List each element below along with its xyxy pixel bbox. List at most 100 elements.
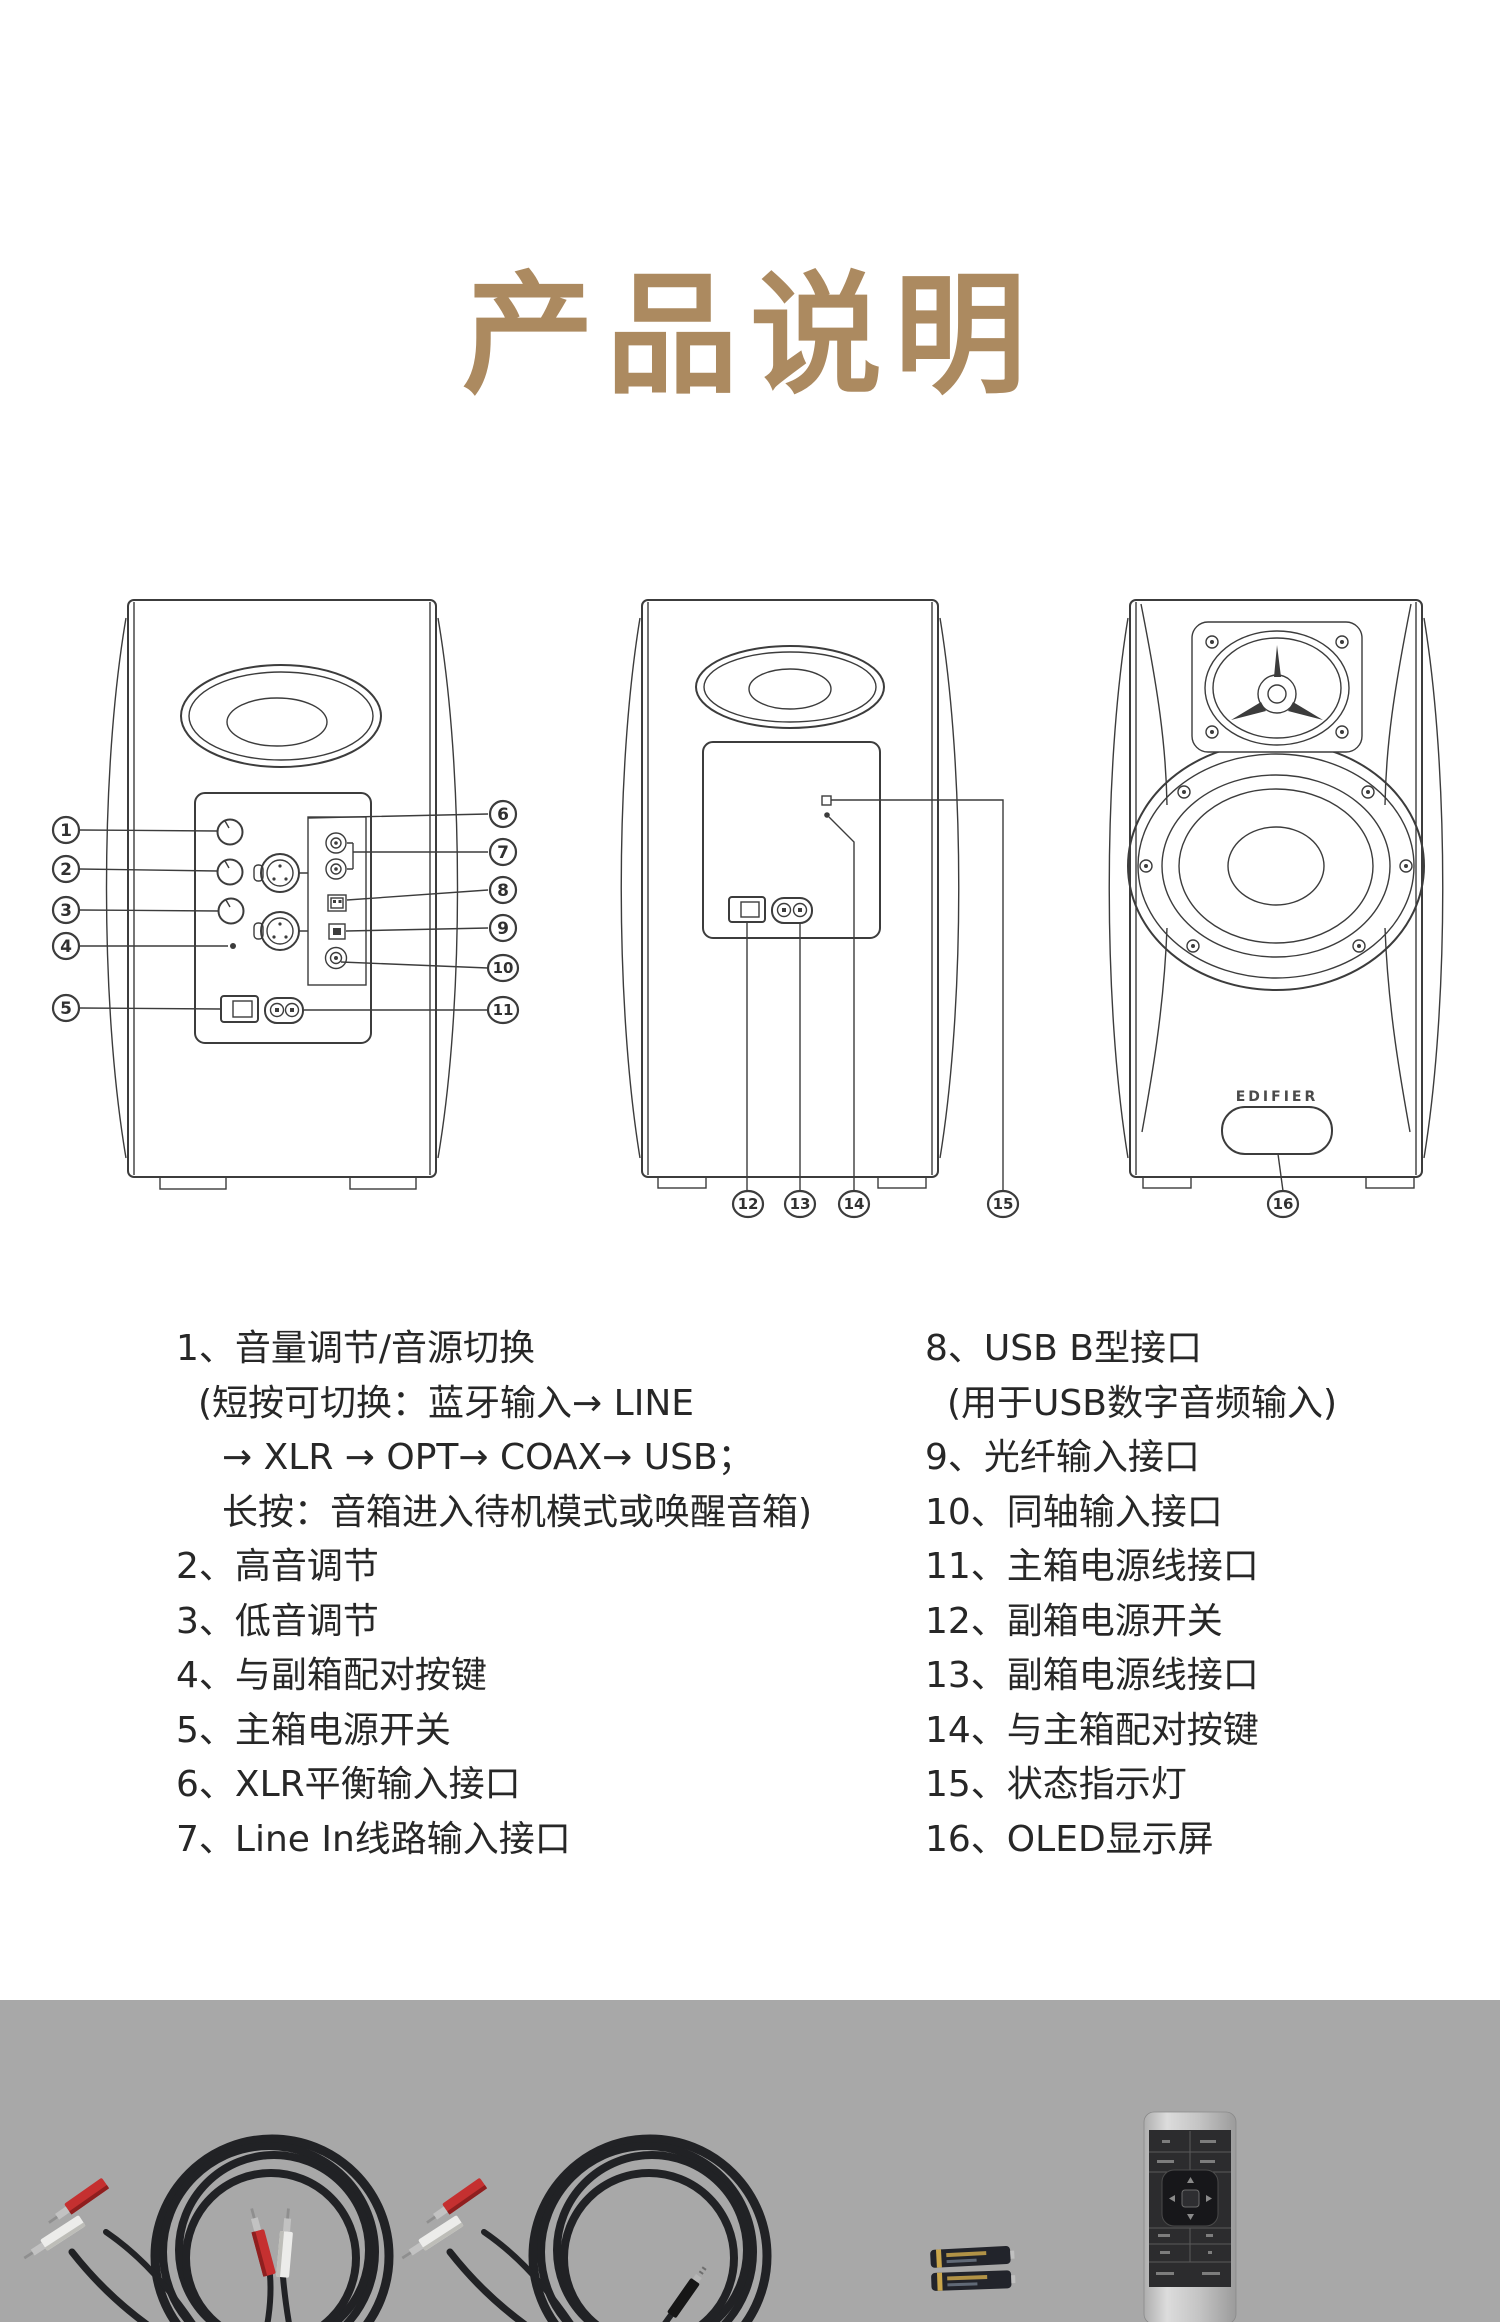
list-item: 2、高音调节 (176, 1546, 379, 1587)
svg-text:11: 11 (493, 1001, 514, 1019)
callout-3: 3 (51, 895, 81, 925)
list-item: 10、同轴输入接口 (925, 1491, 1223, 1533)
volume-knob (216, 818, 244, 846)
callout-16: 16 (1266, 1189, 1300, 1219)
power-switch (728, 896, 766, 923)
callout-11: 11 (486, 995, 520, 1025)
power-switch (220, 995, 259, 1023)
svg-text:8: 8 (497, 881, 509, 901)
aux-35mm-plug (667, 2263, 709, 2318)
optical-port (328, 923, 346, 940)
remote-button-labels (1156, 2140, 1220, 2275)
list-item: 6、XLR平衡输入接口 (176, 1764, 521, 1805)
power-socket (771, 897, 813, 924)
callout-10: 10 (486, 953, 520, 983)
bass-knob (217, 897, 245, 925)
svg-text:3: 3 (60, 901, 72, 921)
callout-5: 5 (51, 993, 81, 1023)
svg-text:6: 6 (497, 805, 509, 825)
power-socket (264, 997, 304, 1024)
speaker-foot (657, 1176, 707, 1189)
callout-6: 6 (488, 799, 518, 829)
callout-2: 2 (51, 854, 81, 884)
rear-panel (702, 741, 881, 939)
list-item: 5、主箱电源开关 (176, 1709, 451, 1751)
list-item: (短按可切换：蓝牙输入→ LINE (198, 1382, 695, 1424)
svg-text:9: 9 (497, 919, 509, 939)
parts-list-right: 8、USB B型接口 (用于USB数字音频输入) 9、光纤输入接口 10、同轴输… (925, 1322, 1485, 1867)
callout-4: 4 (51, 931, 81, 961)
callout-lines-main (78, 813, 489, 1011)
svg-text:5: 5 (60, 999, 72, 1019)
speaker-foot (877, 1176, 927, 1189)
svg-text:10: 10 (493, 959, 514, 977)
rca-plug-red (250, 2208, 276, 2277)
callout-13: 13 (783, 1189, 817, 1219)
woofer (1127, 741, 1425, 991)
list-item: 长按：音箱进入待机模式或唤醒音箱) (222, 1491, 813, 1533)
rca-to-rca-cable (23, 2134, 394, 2322)
callout-12: 12 (731, 1189, 765, 1219)
status-led (821, 795, 832, 806)
remote-control (1143, 2111, 1237, 2322)
tweeter (1191, 621, 1363, 753)
speaker-foot (1365, 1176, 1415, 1189)
svg-text:16: 16 (1273, 1195, 1294, 1213)
svg-text:13: 13 (790, 1195, 811, 1213)
list-item: 4、与副箱配对按键 (176, 1655, 487, 1696)
woofer-screws (1139, 785, 1413, 953)
list-item: 16、OLED显示屏 (925, 1818, 1214, 1860)
speaker-foot (159, 1176, 227, 1190)
svg-text:2: 2 (60, 860, 72, 880)
bass-port (695, 645, 885, 729)
callout-9: 9 (488, 913, 518, 943)
callout-8: 8 (488, 875, 518, 905)
remote-dpad (1161, 2169, 1219, 2227)
list-item: 11、主箱电源线接口 (925, 1546, 1259, 1587)
sub-speaker-rear-view (620, 599, 960, 1189)
parts-list-left: 1、音量调节/音源切换 (短按可切换：蓝牙输入→ LINE → XLR → OP… (176, 1322, 826, 1867)
svg-text:15: 15 (993, 1195, 1014, 1213)
callout-14: 14 (837, 1189, 871, 1219)
rear-control-panel (194, 792, 372, 1044)
rca-plug-red (426, 2178, 488, 2224)
speaker-foot (1142, 1176, 1192, 1189)
list-item: 15、状态指示灯 (925, 1764, 1187, 1805)
speaker-front-view: EDIFIER (1108, 599, 1444, 1192)
rca-plug-white (23, 2215, 86, 2260)
list-item: 13、副箱电源线接口 (925, 1655, 1259, 1696)
rca-plug-red (48, 2178, 110, 2224)
bass-port (180, 664, 382, 768)
list-item: 7、Line In线路输入接口 (176, 1818, 571, 1860)
callout-7: 7 (488, 837, 518, 867)
list-item: → XLR → OPT→ COAX→ USB； (222, 1437, 754, 1478)
pairing-button-dot (824, 812, 830, 818)
usb-b-port (327, 894, 347, 912)
pairing-button-dot (230, 943, 236, 949)
coax-port (324, 946, 348, 970)
rca-line-in-ports (325, 832, 347, 880)
rca-plug-white (276, 2208, 293, 2278)
list-item: 14、与主箱配对按键 (925, 1709, 1259, 1751)
aaa-batteries (930, 2246, 1016, 2291)
callout-1: 1 (51, 815, 81, 845)
list-item: 3、低音调节 (176, 1600, 379, 1642)
callout-lines-sub (746, 799, 1004, 1191)
list-item: 12、副箱电源开关 (925, 1600, 1223, 1642)
list-item: 9、光纤输入接口 (925, 1437, 1200, 1478)
svg-text:12: 12 (738, 1195, 759, 1213)
list-item: (用于USB数字音频输入) (947, 1382, 1337, 1424)
rca-plug-white (401, 2215, 464, 2260)
svg-text:7: 7 (497, 843, 509, 863)
list-item: 1、音量调节/音源切换 (176, 1328, 536, 1369)
speaker-foot (349, 1176, 417, 1190)
oled-display (1221, 1106, 1333, 1155)
svg-text:4: 4 (60, 937, 72, 957)
svg-text:14: 14 (844, 1195, 865, 1213)
list-item: 8、USB B型接口 (925, 1328, 1202, 1369)
main-speaker-rear-view (105, 599, 459, 1190)
callout-15: 15 (986, 1189, 1020, 1219)
rca-to-aux-cable (401, 2134, 772, 2322)
